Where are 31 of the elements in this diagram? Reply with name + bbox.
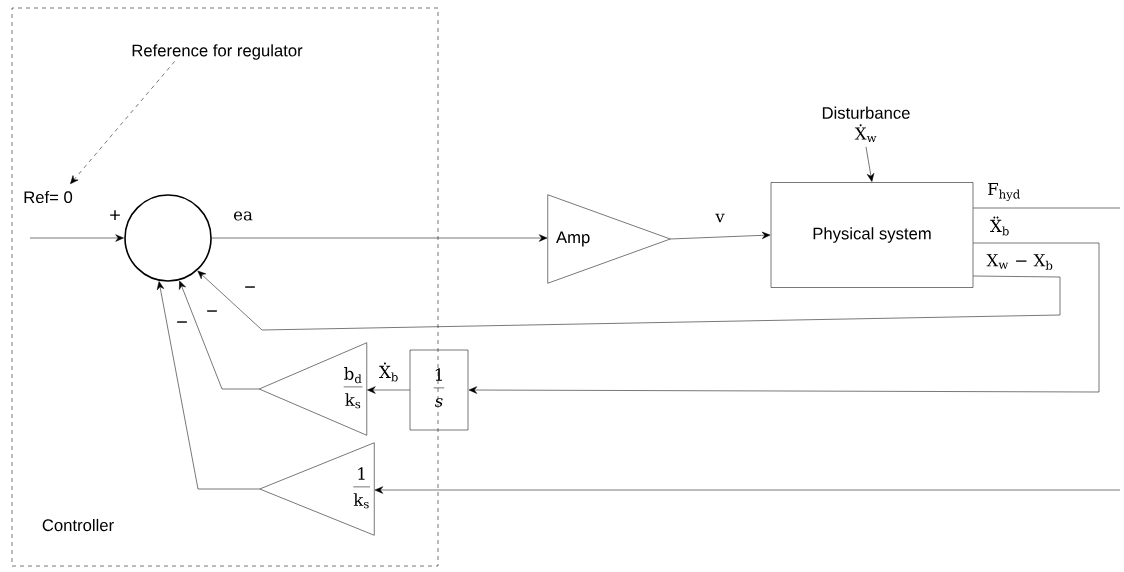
disturbance-text: Disturbance Ẋ$_{w}$ — [822, 106, 910, 142]
signal-line — [973, 207, 1121, 209]
edge-label: v — [713, 212, 727, 224]
edge-label: Ẍ$_{b}$ — [988, 215, 1012, 237]
gain-triangle: 1 k$_{s}$ — [259, 442, 375, 536]
sign-label: − — [245, 286, 255, 288]
edge-label: X$_{w}$ − X$_{b}$ — [985, 252, 1055, 272]
arrow — [865, 146, 875, 182]
arrow — [670, 231, 771, 240]
arrow — [156, 281, 260, 490]
sign-label: − — [207, 310, 217, 312]
arrow — [29, 234, 124, 242]
integrator-box: 1 s — [409, 349, 469, 431]
annotation-text: Reference for regulator — [132, 44, 303, 60]
arrow — [211, 234, 548, 242]
arrow — [468, 242, 1100, 394]
edge-label: F$_{hyd}$ — [985, 181, 1023, 203]
arrow — [374, 486, 1121, 494]
sign-label: − — [177, 321, 187, 323]
sign-label: + — [110, 210, 120, 220]
arrow — [179, 280, 260, 390]
gain-triangle: b$_{d}$ k$_{s}$ — [258, 342, 368, 436]
arrow — [197, 270, 1061, 331]
signal-text: Ref= 0 — [24, 190, 73, 204]
edge-label: ea — [231, 210, 255, 222]
edge-label: Ẋ$_{b}$ — [377, 361, 401, 383]
summing-junction — [124, 194, 212, 282]
process-box: Physical system — [770, 182, 974, 288]
leader-line — [70, 61, 175, 185]
amplifier-triangle: Amp — [547, 194, 671, 284]
arrow — [367, 386, 410, 394]
